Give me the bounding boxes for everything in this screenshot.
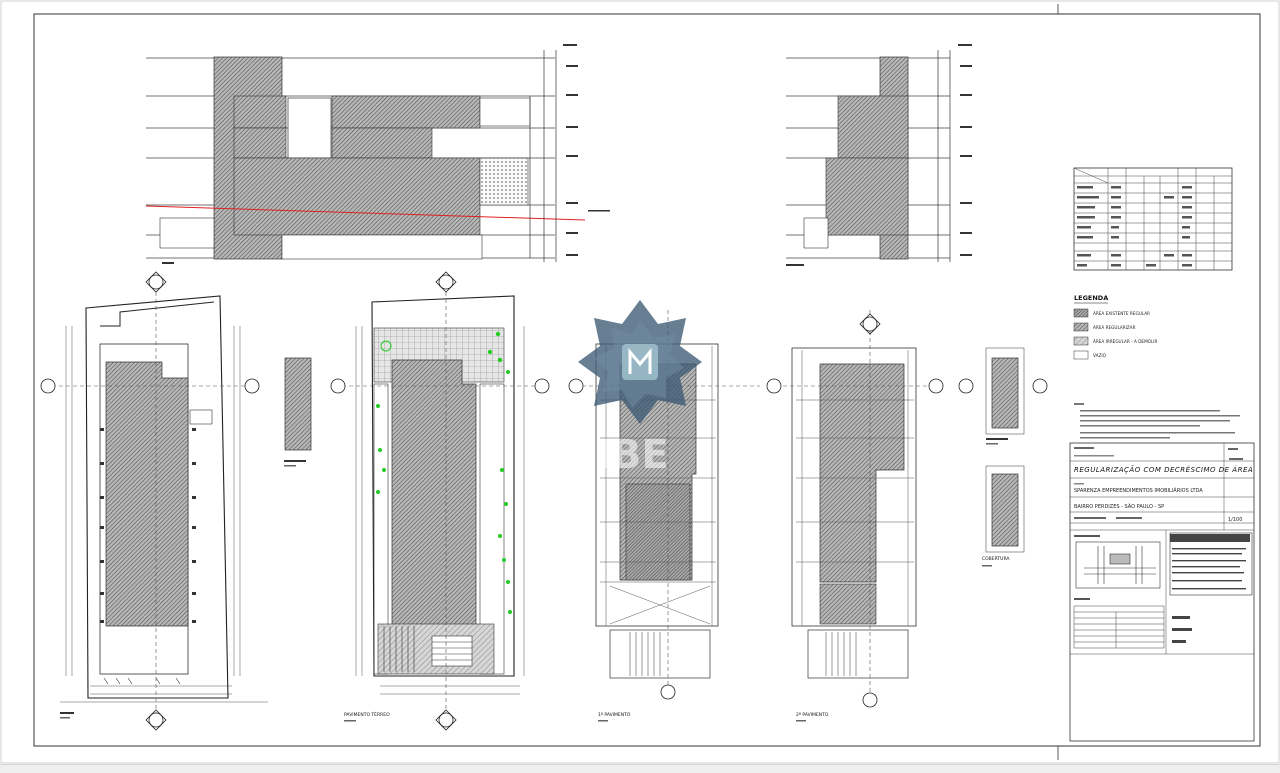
view-label-second-floor: 2º PAVIMENTO (796, 712, 829, 718)
section-view-transversal (786, 44, 972, 266)
drawing-title: REGULARIZAÇÃO COM DECRÉSCIMO DE ÁREA (1074, 465, 1253, 474)
axis-marker (40, 378, 56, 394)
view-label-first-floor: 1º PAVIMENTO (598, 712, 631, 718)
view-label-ground: PAVIMENTO TÉRREO (344, 710, 390, 718)
detail-roof-views: COBERTURA (982, 347, 1025, 567)
axis-marker (330, 378, 346, 394)
legend-item-label: ÁREA REGULARIZAR (1093, 325, 1136, 330)
axis-marker (766, 378, 782, 394)
axis-marker (862, 692, 878, 708)
legend: LEGENDA ÁREA EXISTENTE REGULAR ÁREA REGU… (1073, 294, 1158, 360)
watermark-text: IBE (596, 432, 669, 478)
detail-water-tank (284, 357, 312, 467)
legend-item-label: ÁREA EXISTENTE REGULAR (1093, 311, 1150, 316)
section-view-longitudinal (145, 44, 610, 264)
owner-name: SPARENZA EMPREENDIMENTOS IMOBILIÁRIOS LT… (1074, 487, 1203, 494)
axis-marker (958, 378, 974, 394)
legend-item-label: ÁREA IRREGULAR - A DEMOLIR (1093, 339, 1158, 344)
axis-marker (435, 271, 457, 293)
floor-plan-ground: PAVIMENTO TÉRREO (342, 292, 540, 722)
project-address: BAIRRO PERDIZES - SÃO PAULO - SP (1074, 503, 1164, 510)
view-label-roof: COBERTURA (982, 556, 1010, 562)
floor-plan-basement (52, 292, 268, 720)
notes-block (1074, 403, 1240, 439)
axis-marker (660, 684, 676, 700)
legend-title: LEGENDA (1074, 294, 1108, 302)
axis-marker (435, 709, 457, 731)
axis-marker (568, 378, 584, 394)
axis-markers (40, 271, 1048, 731)
vegetation-markers (376, 331, 512, 614)
floor-plan-second: 2º PAVIMENTO (776, 310, 936, 722)
axis-marker (859, 313, 881, 335)
axis-marker (145, 709, 167, 731)
axis-marker (534, 378, 550, 394)
axis-marker (1032, 378, 1048, 394)
location-map (1075, 541, 1161, 589)
axis-marker (145, 271, 167, 293)
viewer-bottom-bar (0, 764, 1280, 773)
title-block: REGULARIZAÇÃO COM DECRÉSCIMO DE ÁREA SPA… (1069, 442, 1255, 742)
axis-marker (928, 378, 944, 394)
legend-item-label: VAZIO (1093, 353, 1107, 358)
axis-marker (244, 378, 260, 394)
drawing-scale: 1/100 (1228, 517, 1242, 523)
watermark-logo: IBE (578, 300, 702, 478)
area-table (1073, 167, 1233, 271)
